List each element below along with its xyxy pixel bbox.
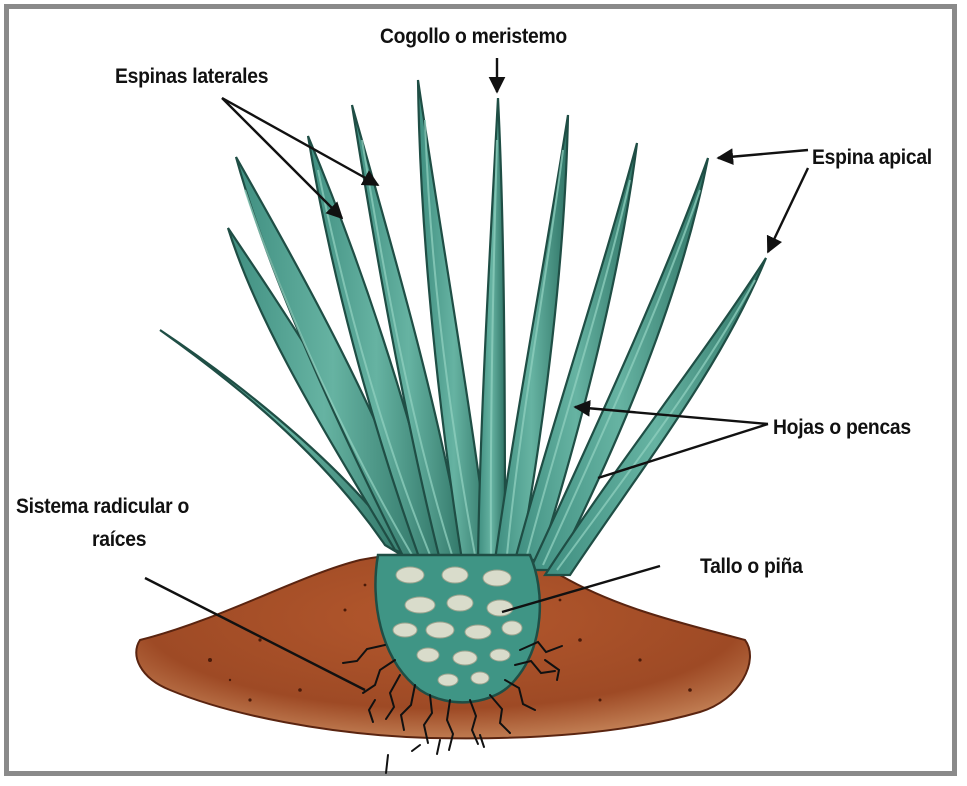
leaves (160, 80, 766, 575)
label-meristem: Cogollo o meristemo (380, 24, 567, 50)
arrow-apical-1 (718, 150, 808, 158)
label-stem: Tallo o piña (700, 554, 803, 580)
arrow-apical-2 (768, 168, 808, 252)
arrow-lateral-2 (222, 98, 342, 218)
label-lateral-spines: Espinas laterales (115, 64, 268, 90)
arrow-leaves-2 (598, 424, 768, 478)
label-roots-line1: Sistema radicular o (16, 494, 189, 520)
label-roots-line2: raíces (92, 527, 146, 553)
label-apical-spine: Espina apical (812, 145, 932, 171)
label-leaves: Hojas o pencas (773, 415, 911, 441)
